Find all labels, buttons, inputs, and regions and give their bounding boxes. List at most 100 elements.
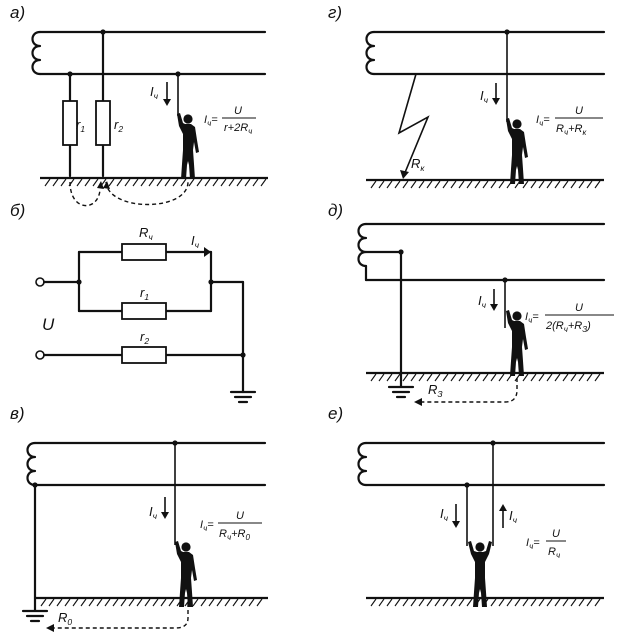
ground-hatch-stroke <box>136 598 143 607</box>
panel-b: б) U Rч r1 r2 Iч <box>10 201 257 404</box>
ground-hatch-stroke <box>394 373 401 382</box>
ground-hatch-stroke <box>176 598 183 607</box>
ground-hatch-stroke <box>562 373 569 382</box>
panel-b-label: б) <box>10 201 25 220</box>
ground-hatch-stroke <box>426 180 433 189</box>
ground-hatch-stroke <box>168 598 175 607</box>
ground-hatch-stroke <box>546 180 553 189</box>
rk-label-g: Rк <box>411 156 425 173</box>
ground-hatch-v <box>40 598 263 607</box>
ground-hatch-stroke <box>594 373 601 382</box>
svg-text:U: U <box>575 302 583 314</box>
ground-hatch-stroke <box>458 598 465 607</box>
ground-hatch-stroke <box>482 373 489 382</box>
ground-hatch-stroke <box>530 373 537 382</box>
ground-hatch-stroke <box>450 373 457 382</box>
ground-hatch-stroke <box>490 373 497 382</box>
ground-hatch-stroke <box>144 598 151 607</box>
panel-e-label: е) <box>328 404 343 423</box>
ground-hatch-stroke <box>586 598 593 607</box>
ground-symbol-v <box>21 609 49 623</box>
ground-hatch-stroke <box>108 178 115 187</box>
ground-hatch-stroke <box>514 373 521 382</box>
ground-hatch-stroke <box>92 178 99 187</box>
svg-text:Rч: Rч <box>548 546 560 560</box>
panel-d-label: д) <box>328 201 343 220</box>
current-label-v: Iч <box>149 504 158 521</box>
ground-hatch-stroke <box>240 598 247 607</box>
ground-hatch-stroke <box>410 180 417 189</box>
ground-hatch-stroke <box>370 373 377 382</box>
ground-hatch-stroke <box>164 178 171 187</box>
ground-hatch-stroke <box>514 180 521 189</box>
svg-text:U: U <box>575 105 583 117</box>
ground-hatch-stroke <box>594 598 601 607</box>
formula-d: Iч= U 2(Rч+RЗ) <box>525 302 614 334</box>
ground-hatch-stroke <box>128 598 135 607</box>
ground-hatch-stroke <box>570 180 577 189</box>
ground-hatch-stroke <box>482 180 489 189</box>
ground-hatch-stroke <box>84 178 91 187</box>
ground-hatch-stroke <box>40 598 47 607</box>
ground-hatch-stroke <box>434 373 441 382</box>
ground-hatch-stroke <box>418 598 425 607</box>
panel-g-label: г) <box>328 3 342 22</box>
ground-hatch-stroke <box>410 373 417 382</box>
transformer-winding-a <box>31 30 42 76</box>
person-figure-a <box>177 113 199 179</box>
svg-text:Iч=: Iч= <box>526 537 540 551</box>
terminal-bottom-b[interactable] <box>35 350 45 360</box>
r2-label-a: r2 <box>114 117 123 134</box>
ground-hatch-stroke <box>160 598 167 607</box>
panel-d: д) Iч Iч= U 2(Rч+RЗ) RЗ <box>328 201 614 406</box>
r0-label-v: R0 <box>58 610 72 627</box>
ground-hatch-stroke <box>172 178 179 187</box>
ground-hatch-stroke <box>466 180 473 189</box>
svg-text:U: U <box>552 528 560 540</box>
ground-hatch-stroke <box>506 180 513 189</box>
current-arrow-a <box>163 99 171 106</box>
ground-hatch-stroke <box>506 598 513 607</box>
ground-hatch-stroke <box>156 178 163 187</box>
ground-hatch-stroke <box>442 598 449 607</box>
panel-a: а) r1 r2 Iч Iч= U r+2Rч <box>10 3 268 207</box>
ground-hatch-stroke <box>236 178 243 187</box>
ground-hatch-stroke <box>578 598 585 607</box>
transformer-winding-g <box>365 30 376 76</box>
ground-hatch-stroke <box>64 598 71 607</box>
transformer-winding-v <box>26 441 37 487</box>
ground-hatch-stroke <box>76 178 83 187</box>
ground-hatch-stroke <box>402 598 409 607</box>
formula-g: Iч= U Rч+Rк <box>536 105 603 137</box>
r2-label-b: r2 <box>140 329 149 346</box>
ground-hatch-stroke <box>44 178 51 187</box>
ground-hatch-stroke <box>370 180 377 189</box>
panel-e: е) Iч Iч Iч= U Rч <box>328 404 606 607</box>
svg-text:Iч=: Iч= <box>536 114 550 128</box>
ground-hatch-stroke <box>180 178 187 187</box>
ground-hatch-stroke <box>586 373 593 382</box>
ground-hatch-stroke <box>148 178 155 187</box>
ground-hatch-stroke <box>442 373 449 382</box>
formula-v: Iч= U Rч+R0 <box>200 510 262 542</box>
ground-hatch-stroke <box>514 598 521 607</box>
ground-symbol-d <box>387 385 415 399</box>
ground-hatch-stroke <box>482 598 489 607</box>
ground-hatch-stroke <box>498 180 505 189</box>
ground-hatch-stroke <box>450 180 457 189</box>
ground-hatch-stroke <box>498 373 505 382</box>
ground-hatch-stroke <box>554 598 561 607</box>
ground-hatch-stroke <box>184 598 191 607</box>
ground-hatch-stroke <box>370 598 377 607</box>
ground-hatch-stroke <box>220 178 227 187</box>
panel-g: г) Rк Iч Iч= U Rч+Rк <box>328 3 606 189</box>
formula-e: Iч= U Rч <box>526 528 566 560</box>
resistor-r1-b <box>121 302 167 320</box>
voltage-label-b: U <box>42 315 55 334</box>
terminal-top-b[interactable] <box>35 277 45 287</box>
panel-v-label: в) <box>10 404 25 423</box>
ground-hatch-g <box>370 180 601 189</box>
ground-hatch-stroke <box>530 598 537 607</box>
ground-hatch-stroke <box>378 598 385 607</box>
r1-label-b: r1 <box>140 285 149 302</box>
